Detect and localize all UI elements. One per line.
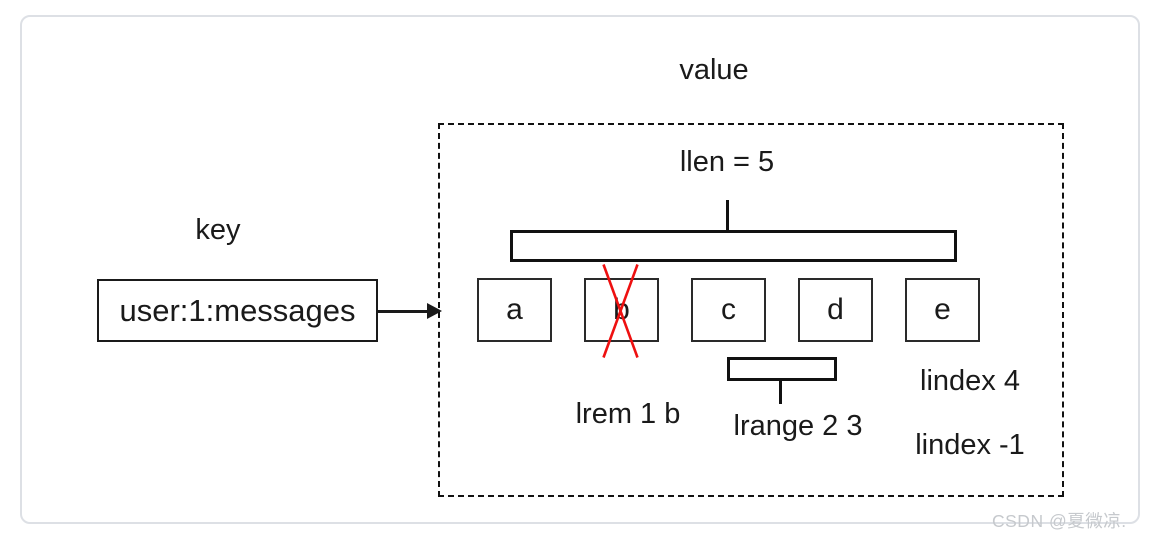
llen-label: llen = 5 bbox=[679, 146, 775, 178]
list-item-letter: c bbox=[721, 293, 736, 326]
list-item-letter: e bbox=[934, 293, 951, 326]
llen-tick-line bbox=[726, 200, 729, 231]
value-dashed-container bbox=[438, 123, 1064, 497]
llen-bracket bbox=[510, 230, 957, 262]
list-item-letter: a bbox=[506, 293, 523, 326]
list-item-box-a: a bbox=[477, 278, 552, 342]
key-box-text: user:1:messages bbox=[119, 292, 356, 328]
lrange-tick-line bbox=[779, 379, 782, 404]
list-item-box-c: c bbox=[691, 278, 766, 342]
list-item-box-e: e bbox=[905, 278, 980, 342]
value-label: value bbox=[679, 54, 749, 86]
outer-frame bbox=[20, 15, 1140, 524]
key-box: user:1:messages bbox=[97, 279, 378, 342]
key-label: key bbox=[195, 214, 241, 246]
lindex-neg1-label: lindex -1 bbox=[915, 429, 1025, 461]
list-item-box-d: d bbox=[798, 278, 873, 342]
arrow-line bbox=[378, 310, 430, 313]
lindex-4-label: lindex 4 bbox=[920, 365, 1020, 397]
removed-cross-icon bbox=[602, 264, 639, 358]
lrem-label: lrem 1 b bbox=[575, 398, 681, 430]
lrange-bracket bbox=[727, 357, 837, 381]
lrange-label: lrange 2 3 bbox=[733, 410, 863, 442]
watermark: CSDN @夏微凉. bbox=[992, 511, 1127, 531]
list-item-letter: d bbox=[827, 293, 844, 326]
